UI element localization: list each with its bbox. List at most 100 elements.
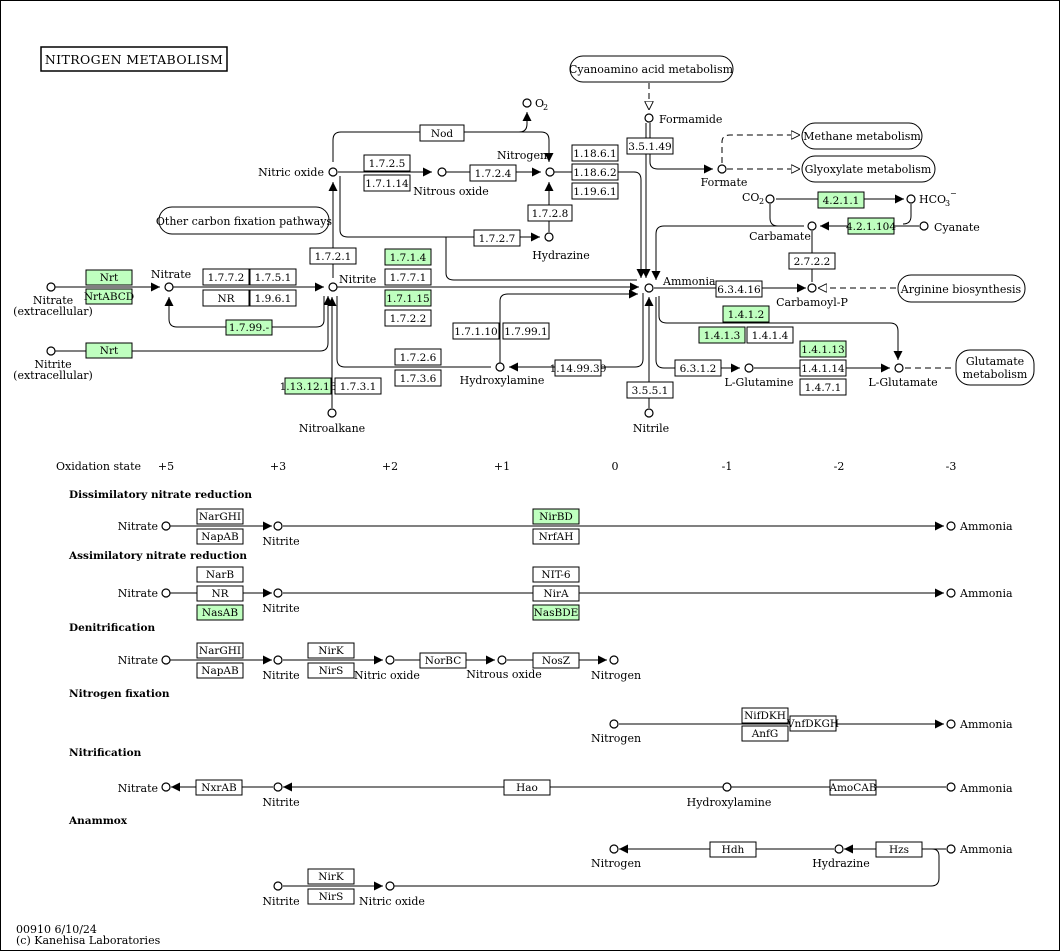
compound-nitrite-ext[interactable]	[46, 346, 56, 356]
enzyme-6-3-4-16[interactable]: 6.3.4.16	[715, 280, 763, 298]
compound-l-glutamine[interactable]	[744, 363, 754, 373]
enzyme-nirk-2[interactable]: NirK	[307, 868, 355, 885]
enzyme-1-7-2-2[interactable]: 1.7.2.2	[384, 309, 432, 327]
enzyme-hao[interactable]: Hao	[503, 779, 551, 796]
compound-nitroalkane[interactable]	[327, 408, 337, 418]
enzyme-nifdkh[interactable]: NifDKH	[741, 707, 789, 724]
svg-text:NapAB: NapAB	[201, 665, 239, 677]
compound-formamide[interactable]	[644, 113, 654, 123]
enzyme-nira[interactable]: NirA	[532, 585, 580, 602]
enzyme-nosz[interactable]: NosZ	[532, 652, 580, 669]
compound-hco3[interactable]	[906, 194, 916, 204]
enzyme-1-9-6-1[interactable]: 1.9.6.1	[249, 289, 297, 307]
enzyme-nrt[interactable]: Nrt	[85, 269, 133, 286]
enzyme-amocab[interactable]: AmoCAB	[828, 779, 877, 796]
svg-text:1.14.99.39: 1.14.99.39	[550, 363, 607, 375]
compound-carbamate[interactable]	[807, 221, 817, 231]
enzyme-hdh[interactable]: Hdh	[709, 841, 757, 858]
enzyme-1-4-1-4[interactable]: 1.4.1.4	[746, 326, 794, 344]
enzyme-3-5-1-49[interactable]: 3.5.1.49	[626, 137, 674, 155]
compound-hydroxylamine[interactable]	[495, 362, 505, 372]
enzyme-1-7-2-1[interactable]: 1.7.2.1	[309, 247, 357, 265]
enzyme-4-2-1-104[interactable]: 4.2.1.104	[846, 217, 896, 235]
enzyme-2-7-2-2[interactable]: 2.7.2.2	[788, 252, 836, 270]
enzyme-1-7-99-1[interactable]: 1.7.99.1	[502, 322, 550, 340]
enzyme-1-7-2-6[interactable]: 1.7.2.6	[394, 348, 442, 366]
enzyme-nod[interactable]: Nod	[419, 124, 465, 142]
enzyme-nr-2[interactable]: NR	[196, 585, 244, 602]
compound-hydrazine[interactable]	[544, 232, 554, 242]
enzyme-nasbde[interactable]: NasBDE	[532, 604, 580, 621]
enzyme-1-7-2-5[interactable]: 1.7.2.5	[363, 154, 411, 172]
pathway-arginine[interactable]: Arginine biosynthesis	[897, 274, 1026, 303]
enzyme-hzs[interactable]: Hzs	[875, 841, 923, 858]
enzyme-vnfdkgh[interactable]: VnfDKGH	[786, 715, 839, 732]
enzyme-nxrab[interactable]: NxrAB	[195, 779, 243, 796]
compound-nitrile[interactable]	[644, 408, 654, 418]
pathway-cyanoamino[interactable]: Cyanoamino acid metabolism	[569, 55, 734, 83]
compound-nitric-oxide[interactable]	[328, 167, 338, 177]
enzyme-narb[interactable]: NarB	[196, 566, 244, 583]
svg-text:Nitrogen fixation: Nitrogen fixation	[69, 688, 170, 700]
compound-nitrate-ext[interactable]	[46, 282, 56, 292]
enzyme-nirs[interactable]: NirS	[307, 662, 355, 679]
enzyme-napab-2[interactable]: NapAB	[196, 662, 244, 679]
enzyme-1-7-99-x[interactable]: 1.7.99.-	[225, 319, 273, 336]
enzyme-1-7-1-10[interactable]: 1.7.1.10	[452, 322, 500, 340]
enzyme-1-19-6-1[interactable]: 1.19.6.1	[571, 182, 619, 200]
compound-nitrite[interactable]	[328, 282, 338, 292]
compound-cyanate[interactable]	[919, 221, 929, 231]
enzyme-1-4-7-1[interactable]: 1.4.7.1	[799, 378, 847, 396]
svg-text:Ammonia: Ammonia	[959, 718, 1013, 731]
enzyme-6-3-1-2[interactable]: 6.3.1.2	[674, 359, 722, 377]
enzyme-1-4-1-3[interactable]: 1.4.1.3	[698, 326, 746, 344]
enzyme-1-7-3-1[interactable]: 1.7.3.1	[334, 377, 382, 395]
enzyme-1-14-99-39[interactable]: 1.14.99.39	[550, 359, 607, 377]
enzyme-1-7-3-6[interactable]: 1.7.3.6	[394, 369, 442, 387]
enzyme-nirs-2[interactable]: NirS	[307, 888, 355, 905]
compound-ammonia[interactable]	[644, 283, 654, 293]
enzyme-nirk[interactable]: NirK	[307, 642, 355, 659]
enzyme-1-7-2-7[interactable]: 1.7.2.7	[473, 229, 521, 247]
compound-nitrous-oxide[interactable]	[437, 167, 447, 177]
enzyme-narghi-2[interactable]: NarGHI	[196, 642, 244, 659]
enzyme-1-7-5-1[interactable]: 1.7.5.1	[249, 268, 297, 286]
compound-formate[interactable]	[717, 164, 727, 174]
compound-nitrate[interactable]	[164, 282, 174, 292]
enzyme-1-7-7-2[interactable]: 1.7.7.2	[202, 268, 250, 286]
enzyme-narghi[interactable]: NarGHI	[196, 508, 244, 525]
compound-o2[interactable]	[522, 98, 532, 108]
enzyme-1-13-12-16[interactable]: 1.13.12.16	[280, 377, 337, 395]
compound-carbamoyl-p[interactable]	[807, 283, 817, 293]
enzyme-1-4-1-13[interactable]: 1.4.1.13	[799, 340, 847, 358]
enzyme-1-7-1-15[interactable]: 1.7.1.15	[384, 289, 432, 307]
enzyme-1-7-7-1[interactable]: 1.7.7.1	[384, 268, 432, 286]
enzyme-nit-6[interactable]: NIT-6	[532, 566, 580, 583]
enzyme-1-7-1-14[interactable]: 1.7.1.14	[363, 174, 411, 192]
pathway-glutamate[interactable]: Glutamate metabolism	[955, 349, 1035, 386]
compound-co2[interactable]	[765, 194, 775, 204]
enzyme-1-7-2-4[interactable]: 1.7.2.4	[469, 164, 517, 182]
pathway-other-carbon-fixation[interactable]: Other carbon fixation pathways	[156, 206, 333, 235]
enzyme-1-18-6-2[interactable]: 1.18.6.2	[571, 163, 619, 181]
pathway-methane[interactable]: Methane metabolism	[801, 122, 923, 150]
enzyme-1-4-1-2[interactable]: 1.4.1.2	[722, 305, 770, 323]
enzyme-napab[interactable]: NapAB	[196, 528, 244, 545]
enzyme-anfg[interactable]: AnfG	[741, 725, 789, 742]
enzyme-1-7-1-4[interactable]: 1.7.1.4	[384, 248, 432, 266]
enzyme-1-4-1-14[interactable]: 1.4.1.14	[799, 359, 847, 377]
enzyme-norbc[interactable]: NorBC	[419, 652, 467, 669]
enzyme-nrt-2[interactable]: Nrt	[85, 342, 133, 359]
enzyme-nrtabcd[interactable]: NrtABCD	[84, 288, 134, 305]
enzyme-1-18-6-1[interactable]: 1.18.6.1	[571, 144, 619, 162]
enzyme-nirbd[interactable]: NirBD	[532, 508, 580, 525]
enzyme-4-2-1-1[interactable]: 4.2.1.1	[817, 191, 865, 209]
enzyme-1-7-2-8[interactable]: 1.7.2.8	[527, 204, 573, 222]
enzyme-nrfah[interactable]: NrfAH	[532, 528, 580, 545]
enzyme-3-5-5-1[interactable]: 3.5.5.1	[626, 381, 674, 399]
compound-nitrogen[interactable]	[545, 167, 555, 177]
pathway-glyoxylate[interactable]: Glyoxylate metabolism	[801, 155, 936, 183]
enzyme-nasab[interactable]: NasAB	[196, 604, 244, 621]
compound-l-glutamate[interactable]	[894, 363, 904, 373]
enzyme-nr[interactable]: NR	[202, 289, 250, 307]
